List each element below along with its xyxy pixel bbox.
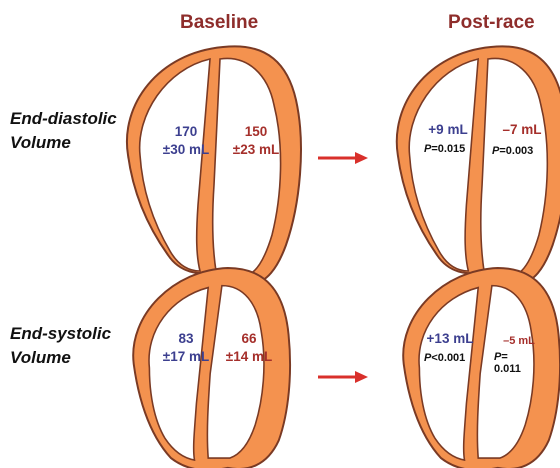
row-label-end-systolic: End-systolic Volume [10, 322, 111, 370]
postrace-edv-rv-pvalue: P=0.003 [492, 145, 533, 157]
row-label-line2: Volume [10, 131, 117, 155]
p-value: =0.015 [431, 143, 465, 155]
heart-baseline-edv [127, 46, 301, 283]
postrace-esv-lv-pvalue: P<0.001 [424, 352, 465, 364]
sd: ±30 mL [154, 141, 218, 159]
baseline-edv-lv: 170 ±30 mL [154, 123, 218, 159]
postrace-esv-rv-pvalue: P= 0.011 [494, 351, 521, 375]
postrace-edv-lv-pvalue: P=0.015 [424, 143, 465, 155]
arrow-esv [318, 371, 368, 383]
postrace-esv-lv-change: +13 mL [420, 330, 480, 348]
column-title-baseline: Baseline [180, 12, 258, 34]
row-label-line1: End-systolic [10, 322, 111, 346]
row-label-line1: End-diastolic [10, 107, 117, 131]
postrace-edv-rv-change: –7 mL [494, 121, 550, 139]
baseline-esv-lv: 83 ±17 mL [155, 330, 217, 366]
postrace-edv-lv-change: +9 mL [418, 121, 478, 139]
p-value: <0.001 [431, 352, 465, 364]
heart-postrace-edv [397, 46, 560, 283]
sd: ±23 mL [224, 141, 288, 159]
baseline-edv-rv: 150 ±23 mL [224, 123, 288, 159]
heart-postrace-esv [403, 268, 560, 468]
sd: ±14 mL [218, 348, 280, 366]
column-title-post-race: Post-race [448, 12, 535, 34]
value: 66 [218, 330, 280, 348]
p-value-line2: 0.011 [494, 363, 521, 375]
sd: ±17 mL [155, 348, 217, 366]
p-value: =0.003 [499, 145, 533, 157]
baseline-esv-rv: 66 ±14 mL [218, 330, 280, 366]
arrow-edv [318, 152, 368, 164]
p-value: = [501, 351, 507, 363]
row-label-line2: Volume [10, 346, 111, 370]
value: 150 [224, 123, 288, 141]
postrace-esv-rv-change: –5 mL [494, 332, 544, 350]
row-label-end-diastolic: End-diastolic Volume [10, 107, 117, 155]
heart-baseline-esv [133, 268, 290, 468]
value: 83 [155, 330, 217, 348]
value: 170 [154, 123, 218, 141]
